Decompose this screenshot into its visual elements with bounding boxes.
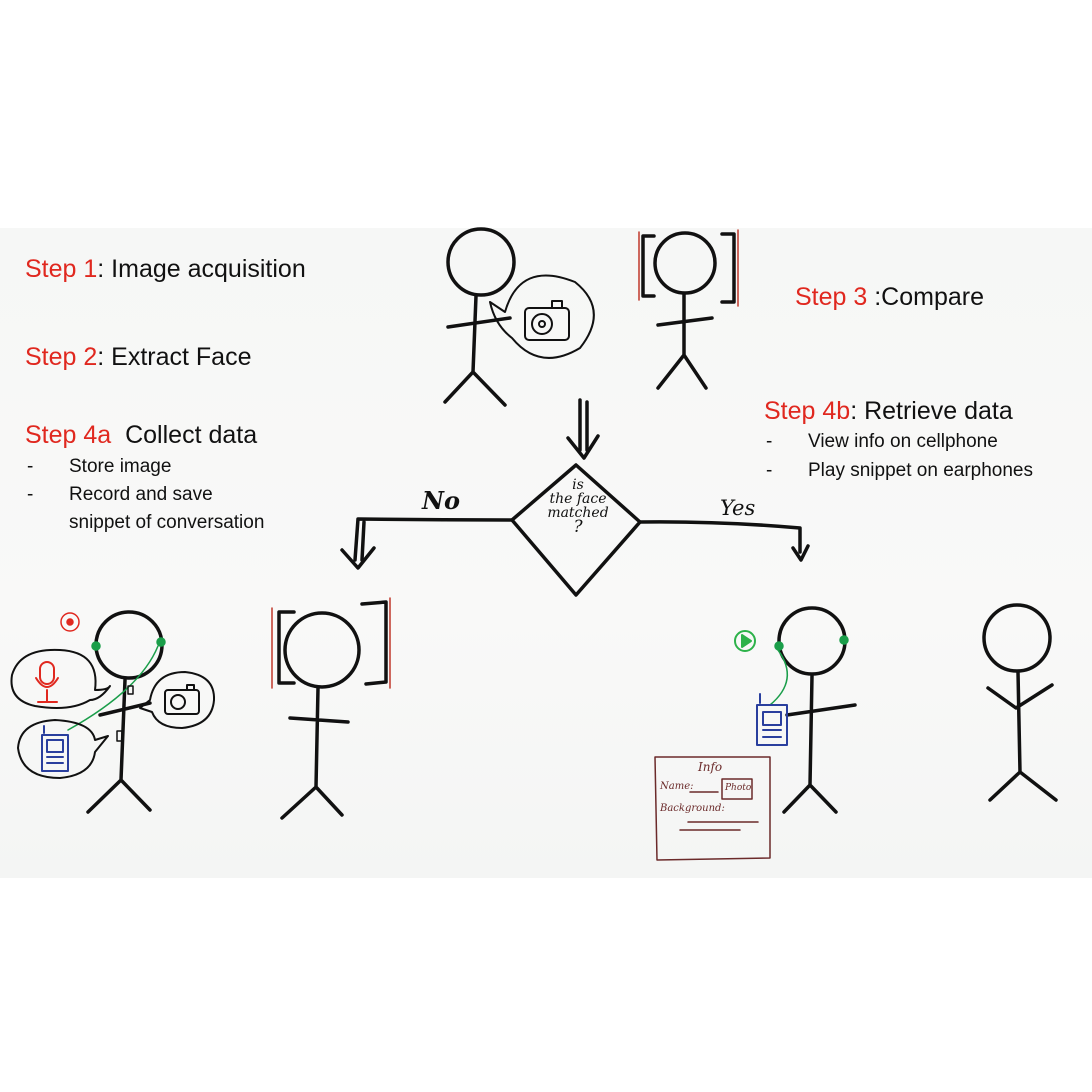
face-frame-right-bracket: [360, 600, 388, 686]
microphone-icon: [35, 661, 59, 703]
cellphone-icon: [41, 725, 69, 772]
camera-icon: [524, 300, 570, 341]
decision-diamond: [510, 463, 642, 597]
step4b-text: : Retrieve data: [850, 397, 1013, 425]
step2-text: : Extract Face: [97, 343, 252, 371]
step3-text: :Compare: [874, 283, 984, 311]
bullet-text: Record and save: [69, 484, 213, 505]
bullet-text: snippet of conversation: [69, 512, 265, 533]
yes-label: Yes: [720, 496, 756, 520]
info-card-photo-label: Photo: [725, 783, 752, 793]
step1-text: : Image acquisition: [97, 255, 306, 283]
question-line-1: is: [572, 477, 584, 493]
step4a-heading: Step 4a Collect data: [25, 421, 257, 450]
down-arrow: [566, 398, 600, 460]
whiteboard: [0, 228, 1092, 878]
camera-speech-bubble: [489, 274, 595, 359]
stick-figure-retrieving: [734, 606, 857, 814]
step2-label: Step 2: [25, 343, 98, 371]
decision-question: is the face matched ?: [540, 477, 616, 537]
info-card: [654, 756, 771, 861]
step4a-bullet-1: - Store image: [27, 456, 171, 478]
face-frame-left-bracket: [277, 610, 296, 685]
step3-heading: Step 3 :Compare: [795, 283, 984, 312]
question-line-3: matched: [547, 505, 609, 521]
camera-icon: [164, 684, 200, 715]
step1-heading: Step 1: Image acquisition: [25, 255, 306, 284]
stick-figure-recording: [60, 610, 166, 814]
play-icon: [734, 630, 756, 652]
step4b-bullet-1: - View info on cellphone: [766, 431, 998, 453]
no-branch-arrow: [340, 517, 514, 570]
info-card-name-label: Name:: [660, 781, 694, 792]
camera-speech-bubble-small: [139, 671, 216, 729]
step4a-bullet-2: - Record and save: [27, 484, 213, 506]
yes-branch-arrow: [638, 520, 810, 562]
step4b-heading: Step 4b: Retrieve data: [764, 397, 1013, 426]
step1-label: Step 1: [25, 255, 98, 283]
stick-figure-other: [982, 603, 1058, 802]
microphone-speech-bubble: [10, 648, 111, 709]
question-line-4: ?: [573, 517, 583, 537]
stick-figure-step2: [638, 229, 739, 390]
step3-label: Step 3: [795, 283, 868, 311]
cellphone-icon: [756, 693, 788, 746]
face-frame-right-bracket: [720, 232, 736, 304]
face-frame-left-bracket: [641, 234, 656, 298]
question-line-2: the face: [549, 491, 607, 507]
bullet-text: View info on cellphone: [808, 431, 998, 452]
step4a-text: Collect data: [125, 421, 258, 449]
step4a-label: Step 4a: [25, 421, 112, 449]
step4a-bullet-2-continued: snippet of conversation: [69, 512, 264, 534]
record-icon: [60, 612, 80, 632]
step4b-label: Step 4b: [764, 397, 851, 425]
bullet-marker: -: [27, 456, 34, 477]
bullet-text: Store image: [69, 456, 172, 477]
bullet-marker: -: [766, 460, 773, 481]
bullet-marker: -: [27, 484, 34, 505]
step4b-bullet-2: - Play snippet on earphones: [766, 460, 1033, 482]
step2-heading: Step 2: Extract Face: [25, 343, 252, 372]
phone-speech-bubble: [17, 719, 109, 779]
bullet-marker: -: [766, 431, 773, 452]
stick-figure-step1: [443, 227, 516, 407]
bullet-text: Play snippet on earphones: [808, 460, 1033, 481]
info-card-title: Info: [698, 760, 723, 774]
stick-figure-framed: [271, 597, 391, 820]
info-card-background-label: Background:: [660, 803, 725, 814]
no-label: No: [422, 486, 460, 515]
